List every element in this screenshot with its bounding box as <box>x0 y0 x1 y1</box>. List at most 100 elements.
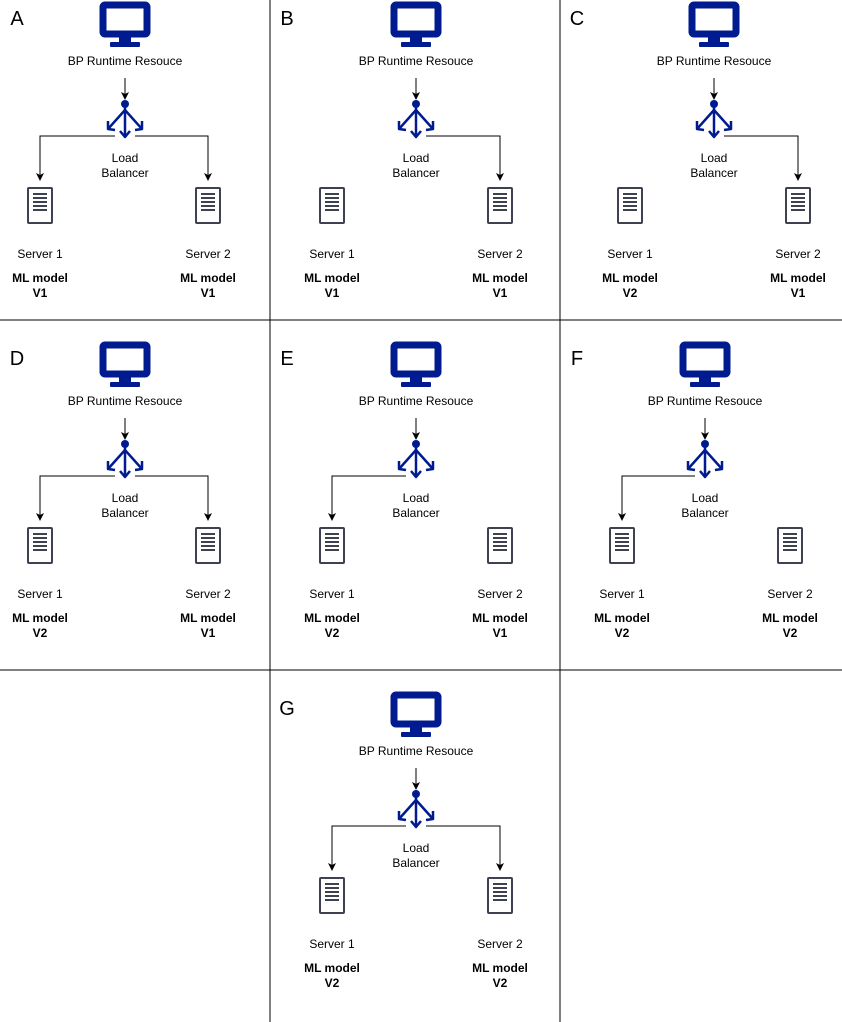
runtime-resource-label: BP Runtime Resouce <box>68 54 183 68</box>
server-tower-icon <box>785 187 811 224</box>
server-name: Server 2 <box>185 587 231 601</box>
server-tower-icon <box>487 187 513 224</box>
server-tower-icon <box>319 187 345 224</box>
server-name: Server 2 <box>477 247 523 261</box>
server-name: Server 1 <box>17 247 63 261</box>
runtime-resource-label: BP Runtime Resouce <box>68 394 183 408</box>
server-tower-icon <box>195 527 221 564</box>
server-name: Server 2 <box>775 247 821 261</box>
load-balancer-label: Load <box>403 491 430 505</box>
load-balancer-label: Balancer <box>392 166 439 180</box>
load-balancer-icon <box>106 440 144 479</box>
server-tower-icon <box>777 527 803 564</box>
route-arrow-server-1 <box>328 475 406 521</box>
server-name: Server 1 <box>309 247 355 261</box>
runtime-resource-label: BP Runtime Resouce <box>359 744 474 758</box>
model-label: ML model <box>12 611 68 625</box>
load-balancer-icon <box>397 790 435 829</box>
runtime-resource-label: BP Runtime Resouce <box>359 54 474 68</box>
model-version: V2 <box>493 976 508 990</box>
panel-label: F <box>571 348 583 370</box>
server-tower-icon <box>487 877 513 914</box>
load-balancer-label: Balancer <box>101 506 148 520</box>
panel-label: E <box>280 348 293 370</box>
panel-label: G <box>279 698 295 720</box>
route-arrow-server-1 <box>36 135 115 181</box>
panel-label: D <box>10 348 24 370</box>
load-balancer-label: Load <box>701 151 728 165</box>
model-version: V1 <box>201 286 216 300</box>
model-version: V2 <box>783 626 798 640</box>
load-balancer-label: Balancer <box>392 856 439 870</box>
model-label: ML model <box>304 611 360 625</box>
server-tower-icon <box>195 187 221 224</box>
runtime-resource-label: BP Runtime Resouce <box>657 54 772 68</box>
model-version: V2 <box>325 976 340 990</box>
desktop-monitor-icon <box>688 1 740 47</box>
route-arrow-server-2 <box>724 135 802 181</box>
desktop-monitor-icon <box>390 341 442 387</box>
panel-label: A <box>10 8 24 30</box>
load-balancer-label: Load <box>692 491 719 505</box>
load-balancer-icon <box>686 440 724 479</box>
model-version: V2 <box>33 626 48 640</box>
model-version: V1 <box>325 286 340 300</box>
model-version: V1 <box>33 286 48 300</box>
load-balancer-icon <box>695 100 733 139</box>
desktop-monitor-icon <box>99 1 151 47</box>
server-tower-icon <box>27 527 53 564</box>
load-balancer-label: Load <box>112 151 139 165</box>
load-balancer-label: Load <box>403 841 430 855</box>
model-version: V2 <box>325 626 340 640</box>
server-name: Server 1 <box>599 587 645 601</box>
model-label: ML model <box>12 271 68 285</box>
load-balancer-label: Load <box>112 491 139 505</box>
model-label: ML model <box>472 961 528 975</box>
route-arrow-server-2 <box>135 475 212 521</box>
runtime-resource-label: BP Runtime Resouce <box>359 394 474 408</box>
route-arrow-server-2 <box>426 825 504 871</box>
server-name: Server 1 <box>607 247 653 261</box>
load-balancer-label: Balancer <box>101 166 148 180</box>
model-version: V1 <box>201 626 216 640</box>
model-version: V1 <box>493 286 508 300</box>
route-arrow-server-1 <box>36 475 115 521</box>
load-balancer-icon <box>397 440 435 479</box>
route-arrow-server-2 <box>426 135 504 181</box>
route-arrow-server-1 <box>328 825 406 871</box>
server-name: Server 2 <box>185 247 231 261</box>
server-tower-icon <box>319 527 345 564</box>
server-name: Server 2 <box>477 587 523 601</box>
model-label: ML model <box>594 611 650 625</box>
load-balancer-label: Load <box>403 151 430 165</box>
model-label: ML model <box>304 961 360 975</box>
server-name: Server 1 <box>17 587 63 601</box>
route-arrow-server-1 <box>618 475 695 521</box>
model-version: V1 <box>791 286 806 300</box>
model-label: ML model <box>472 271 528 285</box>
server-name: Server 1 <box>309 937 355 951</box>
model-label: ML model <box>762 611 818 625</box>
model-version: V2 <box>623 286 638 300</box>
route-arrow-server-2 <box>135 135 212 181</box>
desktop-monitor-icon <box>99 341 151 387</box>
load-balancer-label: Balancer <box>690 166 737 180</box>
load-balancer-icon <box>397 100 435 139</box>
server-tower-icon <box>487 527 513 564</box>
model-label: ML model <box>602 271 658 285</box>
model-label: ML model <box>304 271 360 285</box>
desktop-monitor-icon <box>679 341 731 387</box>
server-tower-icon <box>319 877 345 914</box>
load-balancer-icon <box>106 100 144 139</box>
server-tower-icon <box>609 527 635 564</box>
desktop-monitor-icon <box>390 691 442 737</box>
